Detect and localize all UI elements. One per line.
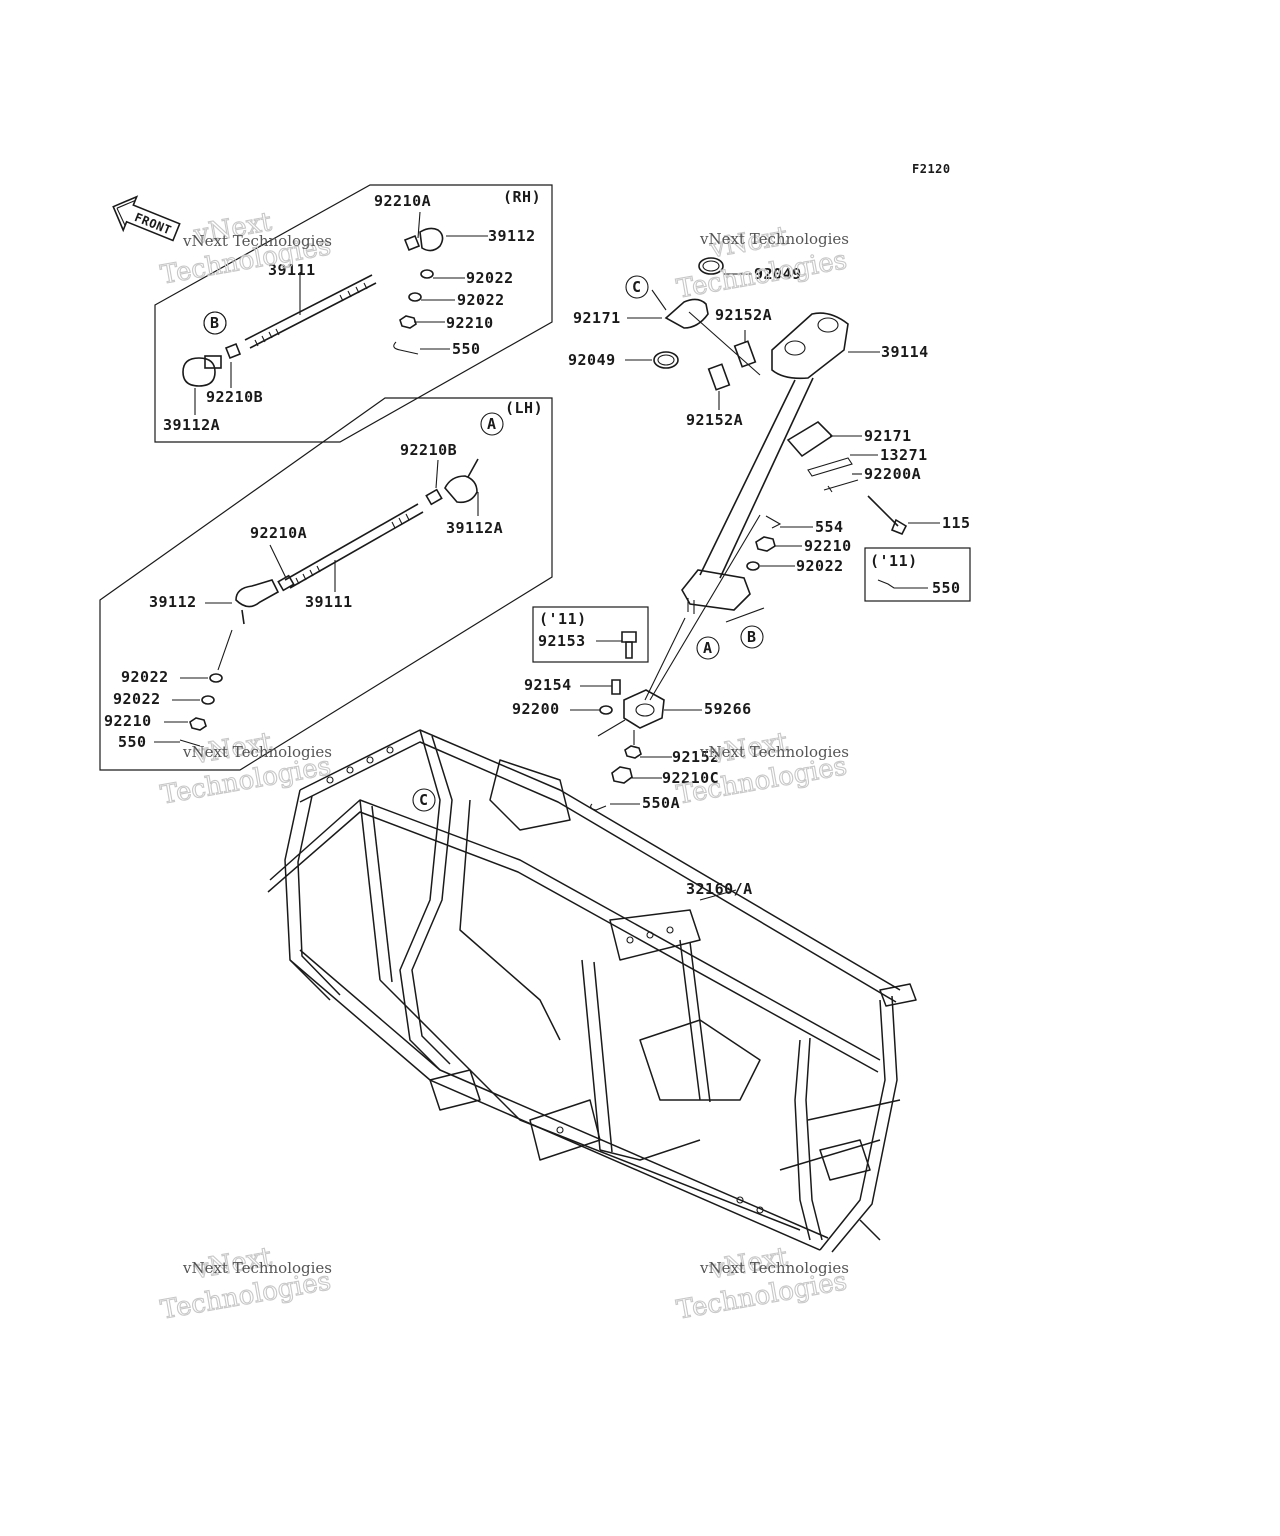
rh-assembly-box	[154, 184, 553, 443]
part-92210C: 92210C	[662, 769, 719, 787]
pin-550-11-icon	[877, 579, 928, 589]
figure-code: F2120	[912, 162, 951, 176]
part-92154: 92154	[524, 676, 572, 694]
y11-box-left-label: ('11)	[539, 610, 587, 628]
callout-a-lh	[480, 412, 504, 436]
watermark-caption-5: vNext Technologies	[182, 1259, 332, 1277]
callout-c-frame	[412, 788, 436, 812]
part-92152: 92152	[672, 748, 720, 766]
part-39111-rh: 39111	[268, 261, 316, 279]
front-arrow: FRONT	[112, 195, 181, 242]
front-label: FRONT	[133, 210, 174, 237]
part-92210-rh: 92210	[446, 314, 494, 332]
part-92171-mid: 92171	[864, 427, 912, 445]
part-13271: 13271	[880, 446, 928, 464]
watermark-5: vNext Technologies	[158, 1242, 334, 1327]
part-92049-top: 92049	[754, 265, 802, 283]
watermark-caption-4: vNext Technologies	[699, 743, 849, 761]
callout-a-lh-letter: A	[487, 415, 497, 433]
part-39112-lh: 39112	[149, 593, 197, 611]
part-39114: 39114	[881, 343, 929, 361]
watermark-2: vNext Technologies	[674, 221, 850, 306]
part-550-rh: 550	[452, 340, 481, 358]
part-59266: 59266	[704, 700, 752, 718]
callout-b-rh-letter: B	[210, 314, 220, 332]
part-92210A-rh: 92210A	[374, 192, 431, 210]
part-39112A-lh: 39112A	[446, 519, 503, 537]
watermark-caption-1: vNext Technologies	[182, 232, 332, 250]
steering-bearing-drawing	[570, 679, 702, 811]
part-92210-lh: 92210	[104, 712, 152, 730]
main-frame-drawing	[267, 729, 917, 1253]
callout-b-mid	[740, 625, 764, 649]
part-92022-lh-2: 92022	[113, 690, 161, 708]
callout-a-mid-letter: A	[703, 639, 713, 657]
part-550-lh: 550	[118, 733, 147, 751]
watermark-3: vNext Technologies	[158, 727, 334, 812]
callout-a-mid	[696, 636, 720, 660]
watermark-caption-2: vNext Technologies	[699, 230, 849, 248]
rh-label: (RH)	[503, 188, 541, 206]
part-92152A-top: 92152A	[715, 306, 772, 324]
part-92171-top: 92171	[573, 309, 621, 327]
part-92022-mid: 92022	[796, 557, 844, 575]
part-39111-lh: 39111	[305, 593, 353, 611]
y11-box-left	[532, 606, 649, 663]
lh-tie-rod-drawing	[154, 458, 479, 747]
rh-tie-rod-drawing	[182, 211, 488, 415]
callout-c-frame-letter: C	[419, 791, 429, 809]
part-115: 115	[942, 514, 971, 532]
watermark-caption-6: vNext Technologies	[699, 1259, 849, 1277]
bolt-92153-icon	[596, 631, 637, 659]
part-92022-rh-2: 92022	[457, 291, 505, 309]
part-32160A: 32160/A	[686, 880, 753, 898]
lh-assembly-box	[99, 397, 553, 771]
callout-b-rh	[203, 311, 227, 335]
part-550-11: 550	[932, 579, 961, 597]
part-39112A-rh: 39112A	[163, 416, 220, 434]
y11-box-right	[864, 547, 971, 602]
part-92210-mid: 92210	[804, 537, 852, 555]
callout-c-top-letter: C	[632, 278, 642, 296]
lh-label: (LH)	[505, 399, 543, 417]
part-92210A-lh: 92210A	[250, 524, 307, 542]
part-550A: 550A	[642, 794, 680, 812]
callout-b-mid-letter: B	[747, 628, 757, 646]
part-92022-lh-1: 92022	[121, 668, 169, 686]
part-92210B-lh: 92210B	[400, 441, 457, 459]
part-92200: 92200	[512, 700, 560, 718]
part-92153: 92153	[538, 632, 586, 650]
part-92049-mid: 92049	[568, 351, 616, 369]
part-92152A-mid: 92152A	[686, 411, 743, 429]
part-92210B-rh: 92210B	[206, 388, 263, 406]
part-39112-rh: 39112	[488, 227, 536, 245]
watermark-caption-3: vNext Technologies	[182, 743, 332, 761]
steering-shaft-drawing	[625, 257, 940, 701]
callout-c-top	[625, 275, 649, 299]
part-92200A: 92200A	[864, 465, 921, 483]
part-92022-rh-1: 92022	[466, 269, 514, 287]
y11-box-right-label: ('11)	[870, 552, 918, 570]
part-554: 554	[815, 518, 844, 536]
